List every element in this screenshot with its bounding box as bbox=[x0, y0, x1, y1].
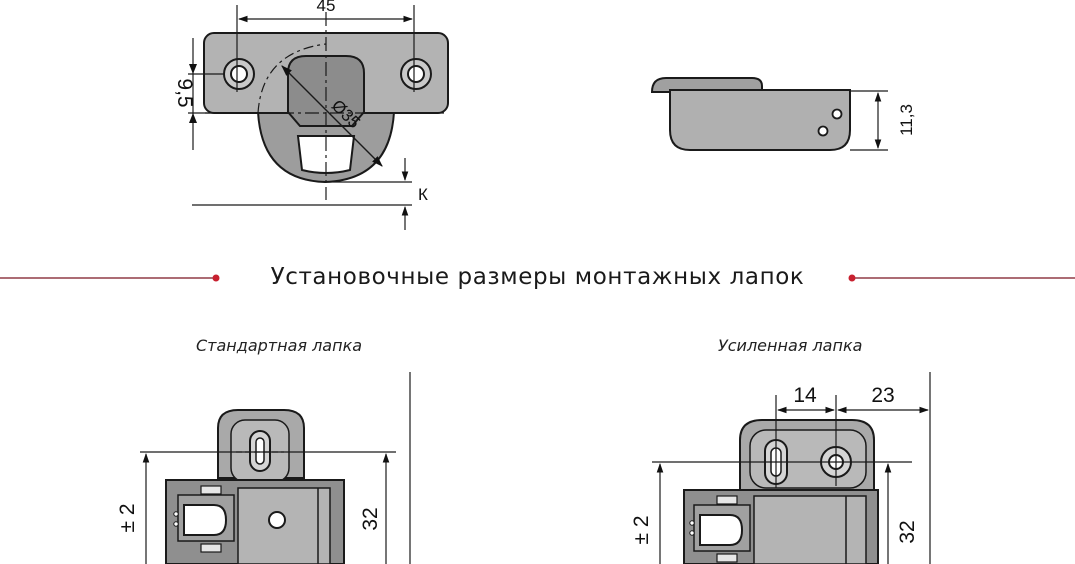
hinge-cup-plan-view bbox=[188, 5, 449, 230]
section-heading: Установочные размеры монтажных лапок bbox=[270, 264, 805, 290]
reinforced-dim-offset: 23 bbox=[871, 384, 894, 407]
reinforced-dim-tolerance: ± 2 bbox=[630, 515, 653, 544]
reinforced-mounting-plate bbox=[652, 372, 931, 564]
reinforced-plate-caption: Усиленная лапка bbox=[718, 336, 863, 355]
standard-dim-tolerance: ± 2 bbox=[116, 503, 139, 532]
section-divider bbox=[0, 274, 1075, 282]
hinge-cup-side-view bbox=[650, 77, 888, 151]
reinforced-dim-hole-spacing: 14 bbox=[793, 384, 817, 407]
standard-plate-caption: Стандартная лапка bbox=[196, 336, 363, 355]
reinforced-dim-height: 32 bbox=[896, 520, 919, 543]
dim-height-9-5: 9,5 bbox=[173, 78, 196, 107]
standard-mounting-plate bbox=[140, 372, 411, 564]
dim-depth-11-3: 11,3 bbox=[897, 104, 916, 136]
standard-dim-height: 32 bbox=[359, 507, 382, 530]
dim-width-45: 45 bbox=[317, 0, 336, 15]
dim-k: К bbox=[418, 185, 428, 204]
